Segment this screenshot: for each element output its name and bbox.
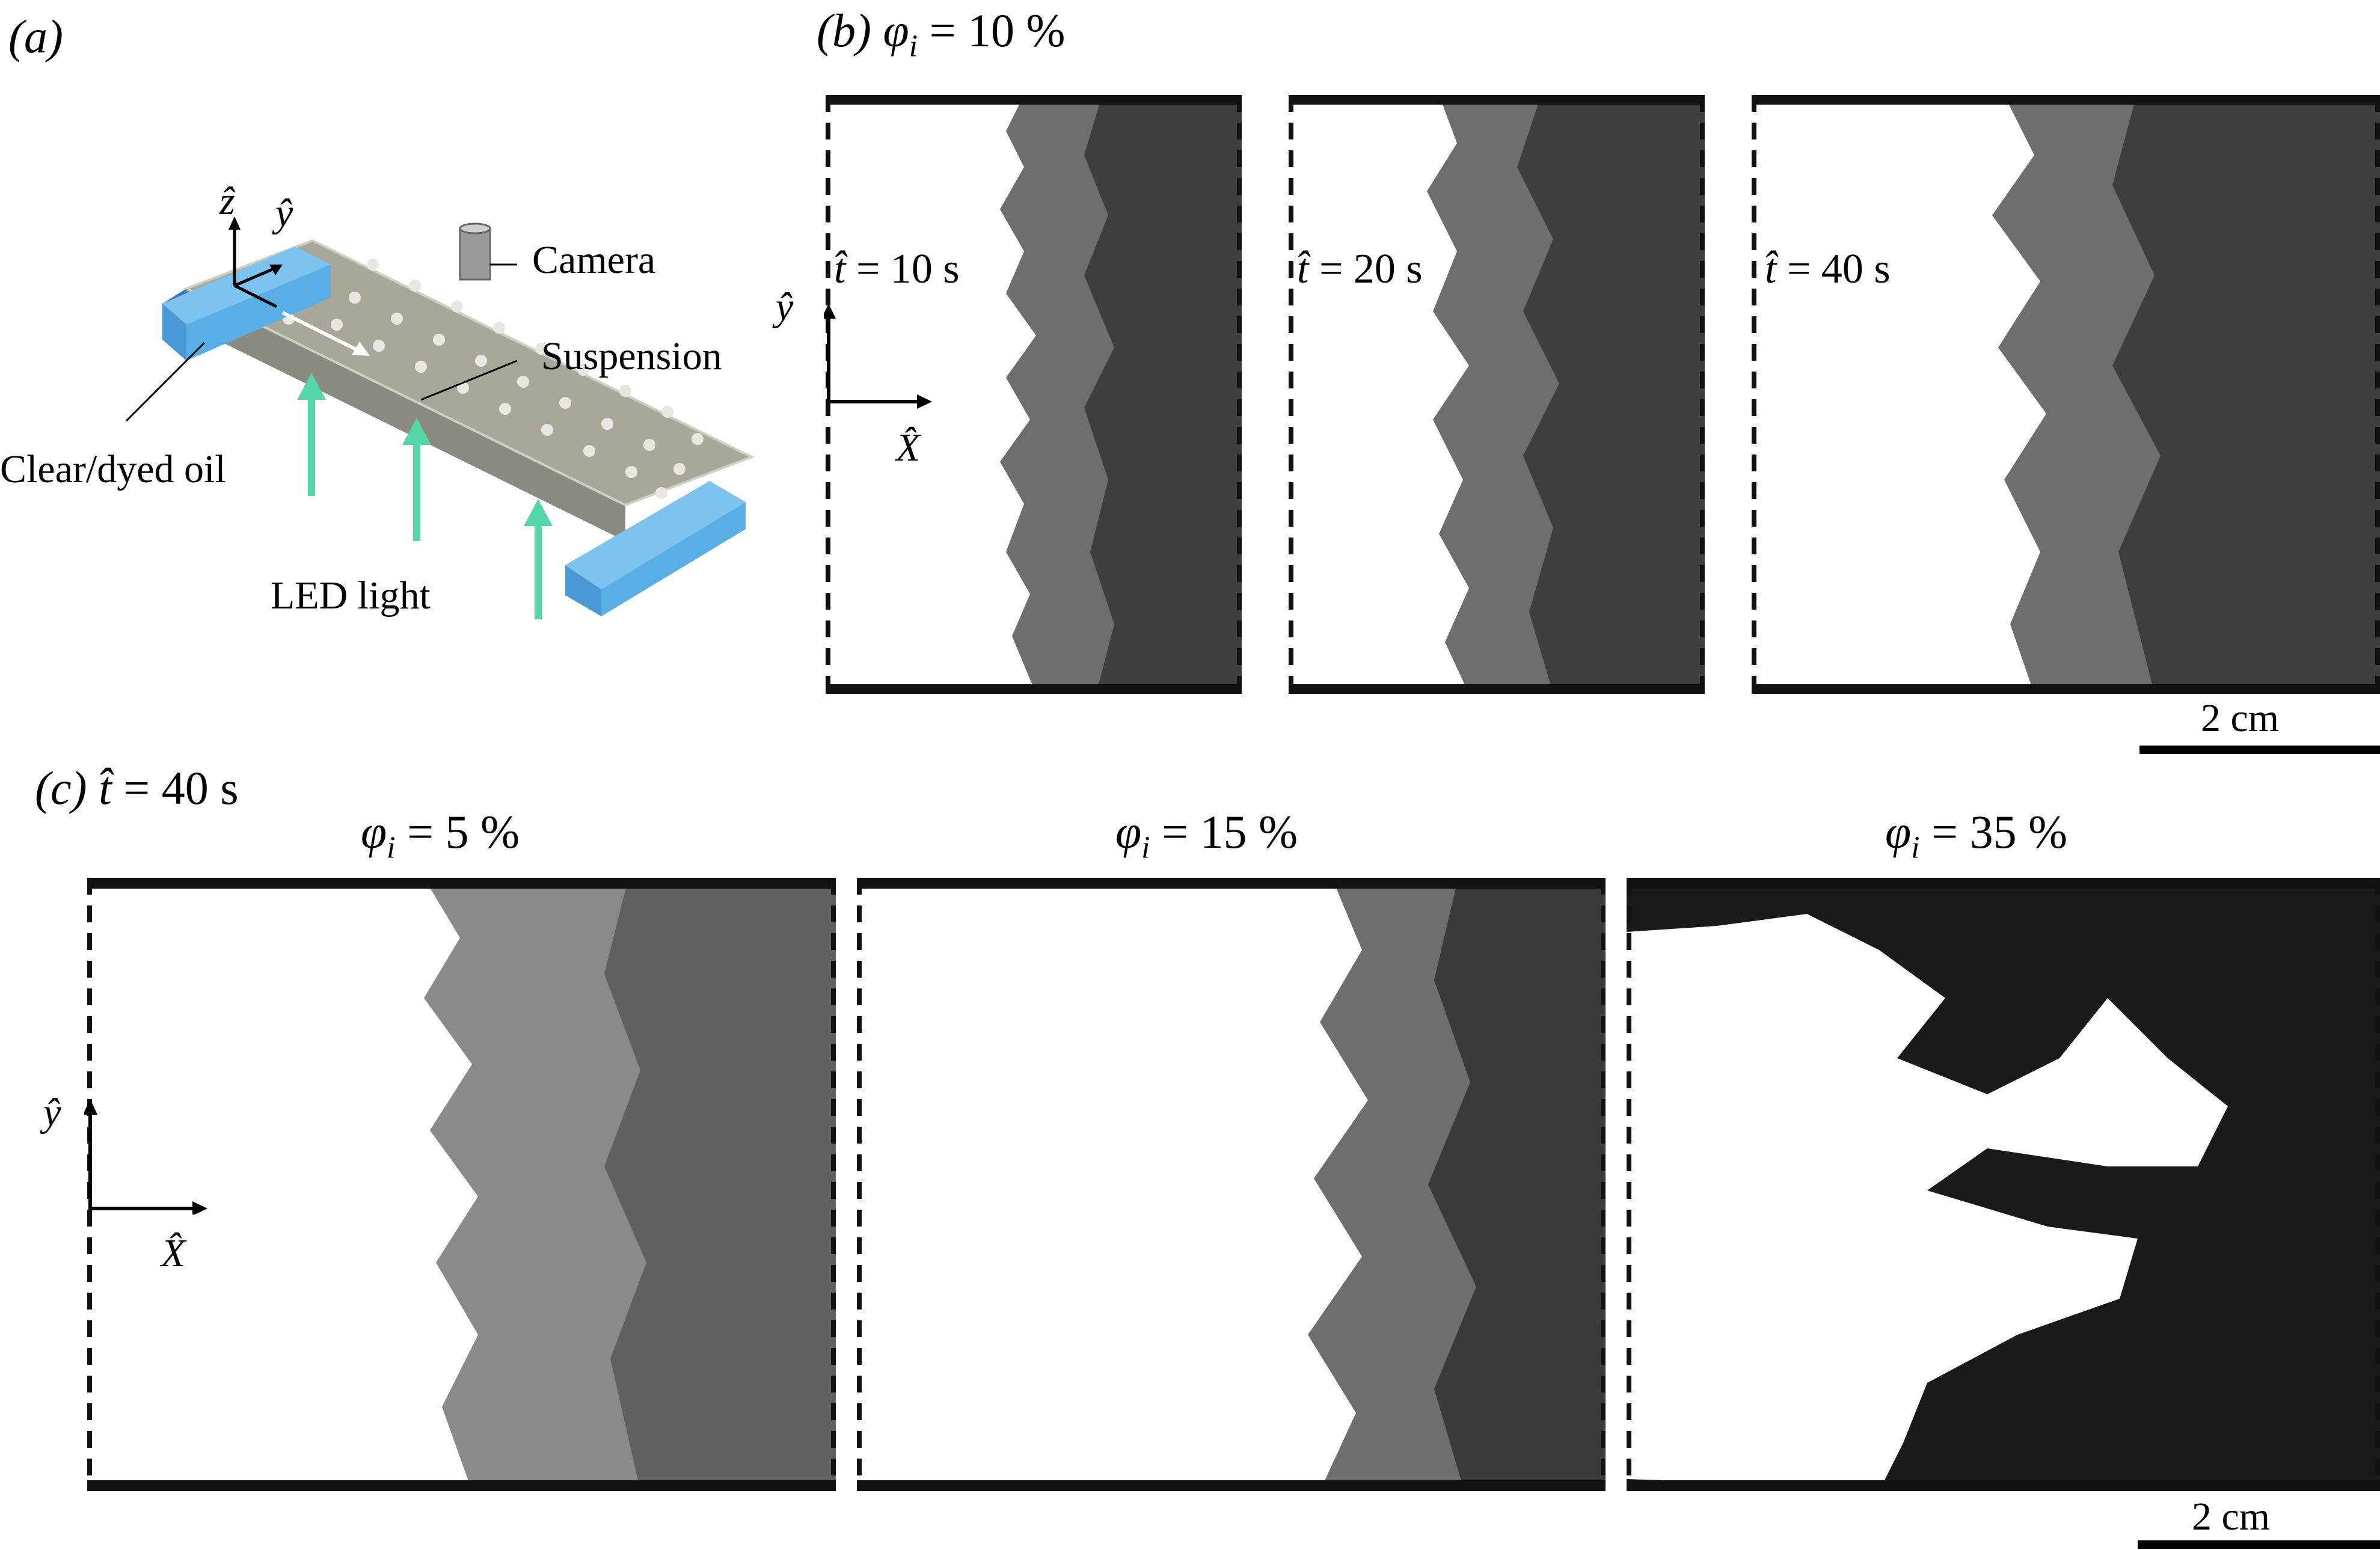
scale-label-b: 2 cm <box>2201 696 2280 740</box>
left-block-top <box>162 247 331 325</box>
image-frame-c2 <box>857 878 1606 1491</box>
axes-c <box>84 1099 207 1215</box>
image-frame-b3: t̂ = 40 s <box>1752 95 2380 694</box>
slab-front-edge <box>186 289 625 541</box>
right-block-front <box>565 565 601 616</box>
y-axis-line <box>234 266 277 287</box>
time-label-b2: t̂ = 20 s <box>1297 246 1423 292</box>
left-block-face <box>186 265 331 361</box>
time-label-b1: t̂ = 10 s <box>834 246 960 292</box>
image-frame-c3 <box>1627 878 2380 1491</box>
time-symbol: t̂ <box>99 762 112 814</box>
image-frame-c1 <box>87 878 836 1491</box>
axis-y-label-b: ŷ <box>776 285 794 329</box>
camera-icon <box>459 227 491 281</box>
axis-y-label-c: ŷ <box>43 1091 61 1135</box>
panel-b-label: (b) <box>817 4 871 57</box>
axis-z-label: ẑ <box>219 179 235 223</box>
particle-dots <box>265 259 704 499</box>
time-value: = 40 s <box>123 762 239 814</box>
camera-label: Camera <box>532 238 656 282</box>
x-axis-line <box>233 284 278 308</box>
scale-label-c: 2 cm <box>2192 1495 2271 1539</box>
setup-schematic <box>125 216 755 619</box>
oil-pointer <box>125 342 206 422</box>
led-arrows <box>297 373 553 619</box>
suspension-slab <box>183 239 755 507</box>
phi-label-c2: φi = 15 % <box>1115 806 1298 865</box>
scale-bar-b <box>2139 746 2380 754</box>
scale-bar-c <box>2138 1540 2380 1549</box>
image-frame-b2: t̂ = 20 s <box>1289 95 1705 694</box>
suspension-pointer <box>420 360 518 401</box>
flow-arrow <box>281 311 362 354</box>
phi-value: = 10 % <box>929 4 1066 57</box>
suspension-label: Suspension <box>541 334 722 378</box>
phi-symbol: φ <box>883 4 909 57</box>
left-block-front <box>162 304 186 361</box>
led-label: LED light <box>271 574 431 617</box>
panel-b-title: (b) φi = 10 % <box>817 7 1066 63</box>
right-block-top <box>565 481 746 589</box>
panel-a-label: (a) <box>8 10 63 63</box>
axes-b <box>824 304 932 409</box>
axis-x-label-c: X̂ <box>161 1231 186 1275</box>
right-block-face <box>601 502 746 616</box>
oil-label: Clear/dyed oil <box>0 447 226 491</box>
phi-subscript: i <box>909 29 918 64</box>
phi-label-c3: φi = 35 % <box>1885 806 2068 865</box>
axis-y-label: ŷ <box>275 191 293 235</box>
image-frame-b1: t̂ = 10 s <box>826 95 1242 694</box>
panel-c-title: (c) t̂ = 40 s <box>35 765 239 812</box>
time-label-b3: t̂ = 40 s <box>1765 246 1891 292</box>
panel-c-label: (c) <box>35 762 87 814</box>
axis-x-label-b: X̂ <box>896 426 921 470</box>
phi-label-c1: φi = 5 % <box>361 806 520 865</box>
